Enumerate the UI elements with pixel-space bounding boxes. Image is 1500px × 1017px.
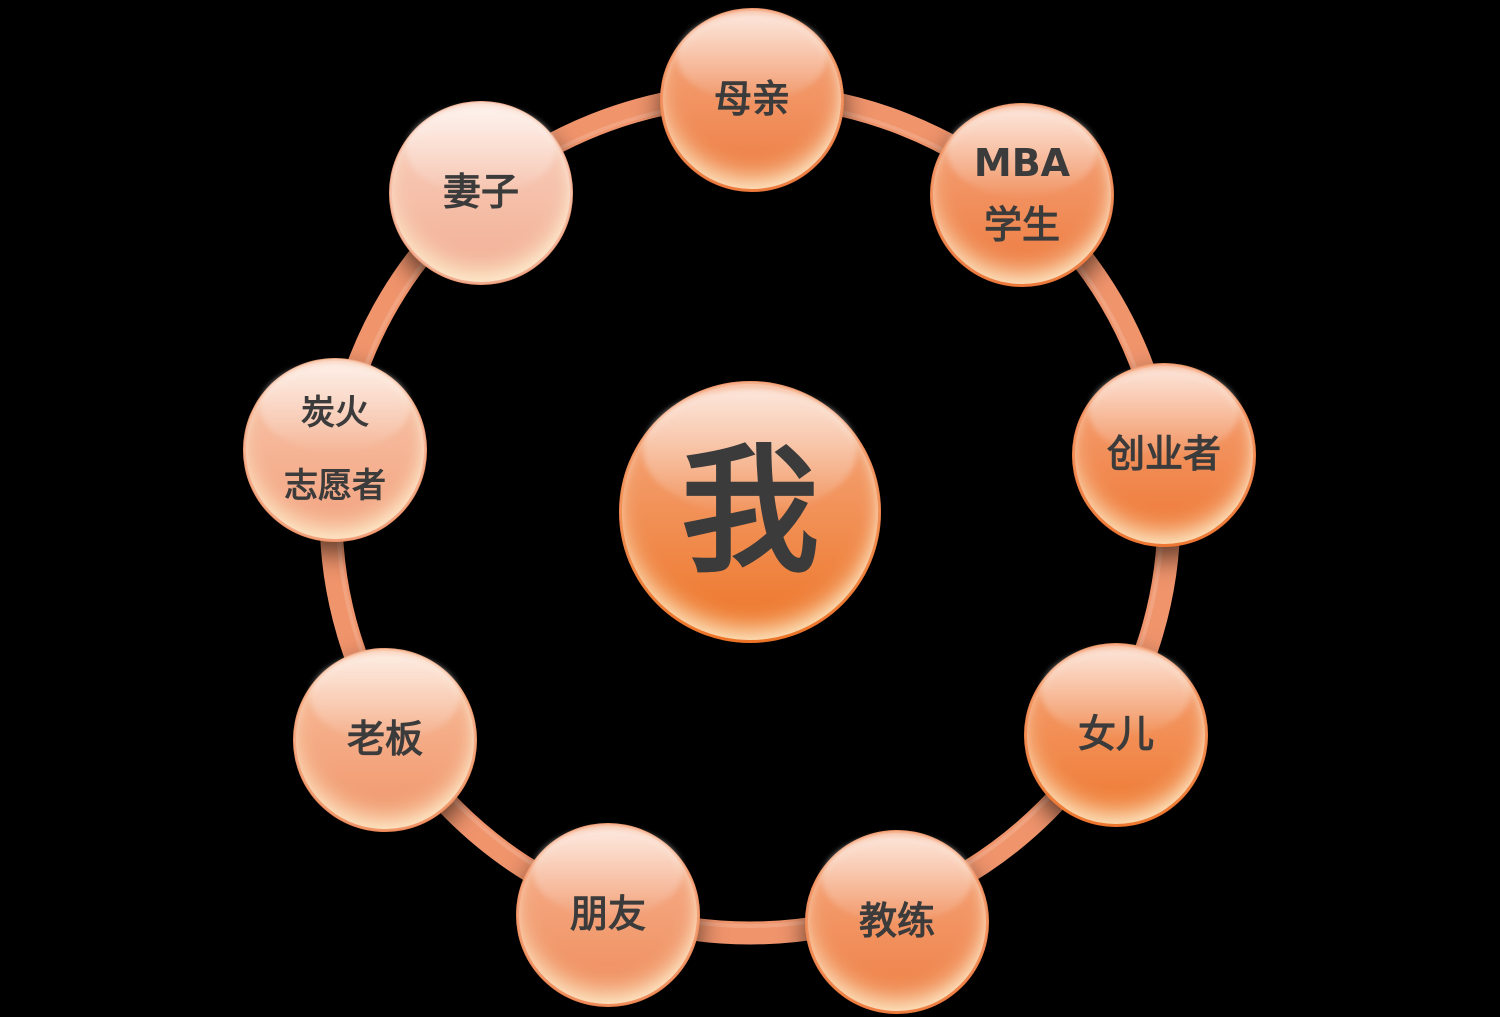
role-node-boss: 老板 [293,648,477,832]
role-node-label: 炭火 志愿者 [284,392,386,506]
role-node-label: 老板 [346,717,423,762]
role-node-label: 朋友 [569,892,646,937]
role-node-label: 妻子 [442,170,519,215]
role-node-coach: 教练 [805,830,989,1014]
role-node-mba-student: MBA 学生 [930,103,1114,287]
role-node-mother: 母亲 [660,8,844,192]
center-node-label: 我 [680,431,819,592]
role-node-label: 女儿 [1077,712,1154,757]
center-node-self: 我 [619,381,881,643]
role-node-label: 创业者 [1106,432,1221,477]
role-node-daughter: 女儿 [1024,643,1208,827]
role-node-entrepreneur: 创业者 [1072,363,1256,547]
role-node-volunteer: 炭火 志愿者 [243,358,427,542]
role-node-friend: 朋友 [516,823,700,1007]
role-node-label: 教练 [858,899,935,944]
role-node-wife: 妻子 [389,101,573,285]
role-node-label: MBA 学生 [973,141,1071,247]
role-node-label: 母亲 [713,77,790,122]
